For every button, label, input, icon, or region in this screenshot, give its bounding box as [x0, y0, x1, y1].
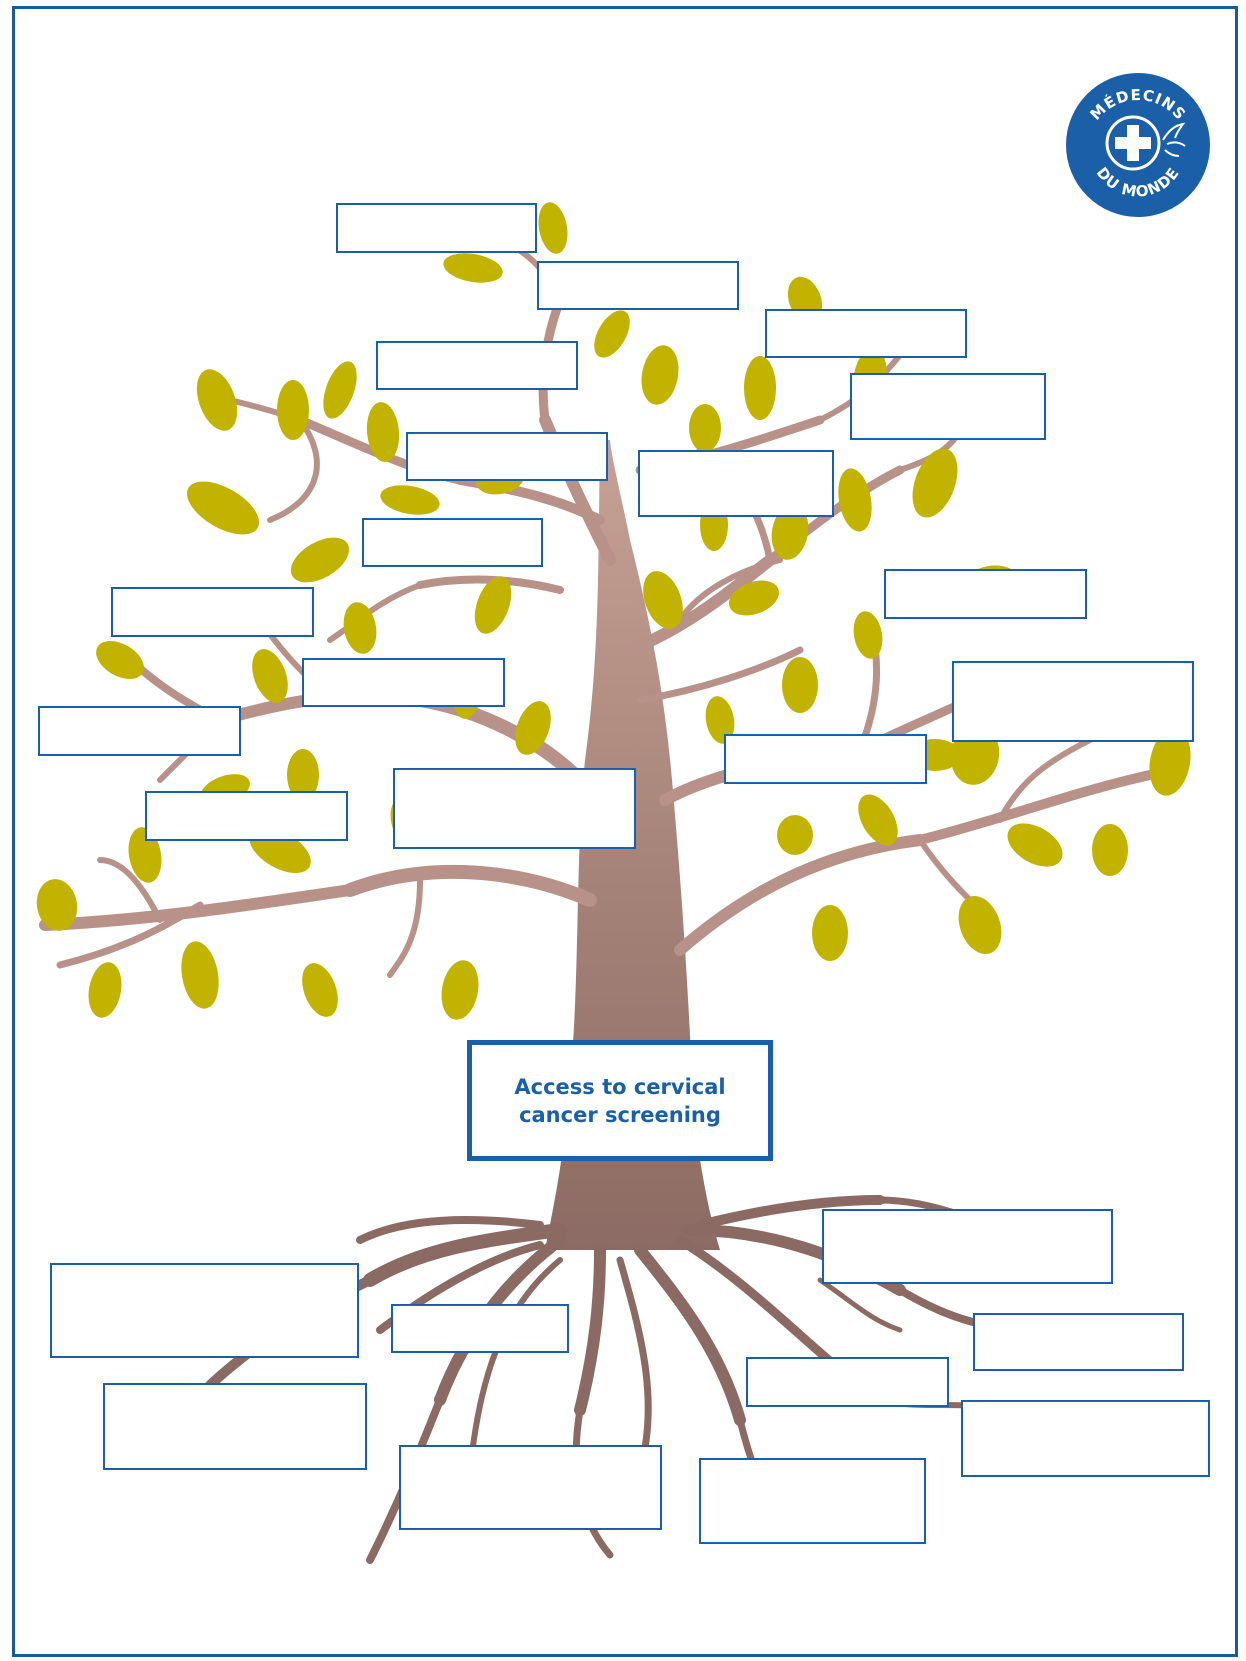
root-box[interactable]	[699, 1458, 926, 1544]
branch-box[interactable]	[850, 373, 1046, 440]
root-box[interactable]	[746, 1357, 949, 1407]
central-topic-label: Access to cervical cancer screening	[514, 1074, 726, 1127]
branch-box[interactable]	[393, 768, 636, 849]
root-box[interactable]	[822, 1209, 1113, 1284]
branch-box[interactable]	[724, 734, 927, 784]
root-box[interactable]	[961, 1400, 1210, 1477]
branch-box[interactable]	[406, 432, 608, 481]
branch-box[interactable]	[111, 587, 314, 637]
branch-box[interactable]	[362, 518, 543, 567]
root-box[interactable]	[103, 1383, 367, 1470]
branch-box[interactable]	[884, 569, 1087, 619]
branch-box[interactable]	[38, 706, 241, 756]
central-topic-box: Access to cervical cancer screening	[467, 1040, 773, 1161]
root-box[interactable]	[50, 1263, 359, 1358]
root-box[interactable]	[973, 1313, 1184, 1371]
branch-box[interactable]	[336, 203, 537, 253]
branch-box[interactable]	[952, 661, 1194, 742]
branch-box[interactable]	[638, 450, 834, 517]
medecins-du-monde-logo: MÉDECINS DU MONDE	[1066, 73, 1210, 217]
root-box[interactable]	[391, 1304, 569, 1353]
branch-box[interactable]	[376, 341, 578, 390]
branch-box[interactable]	[302, 658, 505, 707]
branch-box[interactable]	[145, 791, 348, 841]
page-border	[12, 6, 1238, 1657]
branch-box[interactable]	[765, 309, 967, 358]
root-box[interactable]	[399, 1445, 662, 1530]
branch-box[interactable]	[537, 261, 739, 310]
